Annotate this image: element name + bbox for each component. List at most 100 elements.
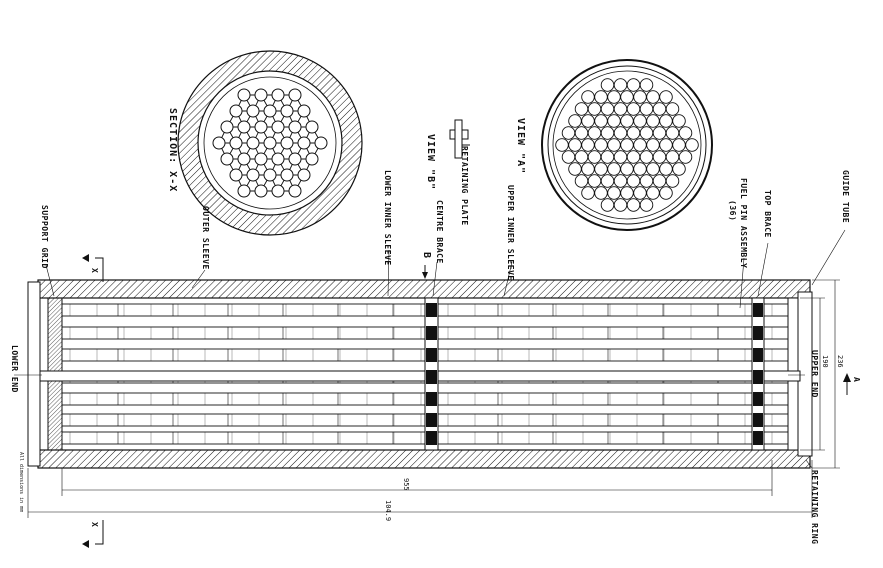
width-dimensions (800, 279, 840, 469)
support-grid-label: SUPPORT GRID (40, 205, 49, 269)
fuel-pin-end (607, 90, 621, 104)
fuel-pin-end (639, 102, 654, 116)
section-marker-bottom (82, 520, 104, 548)
fuel-pin-end (672, 114, 686, 128)
fuel-pin-end (620, 114, 634, 128)
fuel-pin-end (600, 174, 615, 188)
fuel-pin-end (581, 162, 595, 176)
grid-node (229, 136, 243, 150)
fuel-pin-end (646, 162, 660, 176)
grid-node (254, 88, 268, 102)
fuel-pin-end (626, 126, 641, 140)
fuel-pin-end (587, 150, 602, 164)
outer-sleeve-label: OUTER SLEEVE (201, 206, 210, 270)
fuel-pin-end (600, 198, 615, 212)
fuel-pin-pattern (555, 78, 699, 212)
fuel-pin-end (568, 162, 582, 176)
grid-node (237, 184, 251, 198)
grid-node (288, 88, 302, 102)
grid-node (263, 104, 277, 118)
guide-tube-label: GUIDE TUBE (841, 170, 850, 223)
fuel-pin-end (620, 90, 634, 104)
dimension-overall-width: 236 (836, 355, 844, 368)
view-b-detail (449, 119, 470, 159)
grid-node (305, 120, 319, 134)
grid-node (271, 184, 285, 198)
centre-brace-block (426, 413, 437, 427)
upper-inner-sleeve-label: UPPER INNER SLEEVE (506, 185, 515, 281)
length-dimensions (27, 460, 813, 518)
grid-node (220, 120, 234, 134)
grid-node (212, 136, 226, 150)
fuel-pin-end (555, 138, 569, 152)
centre-brace-block (426, 392, 437, 406)
fuel-pin-end (672, 138, 686, 152)
grid-node (305, 152, 319, 166)
grid-node (246, 136, 260, 150)
main-assembly (27, 279, 813, 469)
top-brace-block (753, 348, 763, 362)
grid-node (271, 152, 285, 166)
units-note: All dimensions in mm (18, 452, 24, 512)
grid-node (288, 120, 302, 134)
grid-node (297, 104, 311, 118)
fuel-pin-end (626, 102, 641, 116)
fuel-pin-end (639, 198, 654, 212)
grid-node (288, 152, 302, 166)
top-brace-block (753, 431, 763, 445)
fuel-pin-end (581, 138, 595, 152)
section-xx-view (177, 50, 363, 236)
fuel-pin-end (685, 138, 699, 152)
grid-node (237, 152, 251, 166)
fuel-pin-end (633, 90, 647, 104)
grid-node (271, 88, 285, 102)
fuel-pin-end (568, 114, 582, 128)
fuel-pin-end (581, 114, 595, 128)
grid-node (237, 88, 251, 102)
fuel-pin-end (574, 150, 589, 164)
fuel-pin-end (646, 138, 660, 152)
fuel-pin-end (652, 126, 667, 140)
grid-node (297, 136, 311, 150)
fuel-pin-end (607, 186, 621, 200)
fuel-pin-end (613, 150, 628, 164)
section-marker-top-label: X (90, 268, 99, 273)
fuel-pin-end (594, 114, 608, 128)
fuel-pin-end (659, 138, 673, 152)
fuel-pin-end (587, 102, 602, 116)
fuel-pin-end (626, 78, 641, 92)
fuel-pin-end (626, 198, 641, 212)
fuel-pin-end (652, 150, 667, 164)
centre-brace-block (426, 326, 437, 340)
fuel-pin-end (607, 114, 621, 128)
dimension-overall-length: 104.9 (384, 500, 392, 521)
fuel-pin-end (672, 162, 686, 176)
lower-inner-sleeve-label: LOWER INNER SLEEVE (383, 170, 392, 266)
top-brace-block (753, 392, 763, 406)
centre-brace-ref: B (421, 252, 432, 259)
view-b-title: VIEW "B" (425, 134, 436, 190)
fuel-pin-end (665, 126, 680, 140)
fuel-pin-end (574, 174, 589, 188)
grid-node (263, 136, 277, 150)
fuel-pin-end (652, 174, 667, 188)
fuel-pin-end (633, 162, 647, 176)
fuel-pin-end (600, 102, 615, 116)
section-marker-bottom-label: X (90, 522, 99, 527)
centre-brace-block (426, 348, 437, 362)
fuel-pin-end (561, 126, 576, 140)
fuel-pin-end (594, 186, 608, 200)
dimension-inner-width: 190 (821, 355, 829, 368)
fuel-pin-end (620, 162, 634, 176)
fuel-pin-end (626, 174, 641, 188)
fuel-pin-count: (36) (728, 200, 737, 221)
centre-brace-block (426, 370, 437, 384)
fuel-pin-end (587, 126, 602, 140)
view-a (541, 59, 713, 231)
support-grid-pattern (212, 88, 328, 198)
grid-node (229, 104, 243, 118)
section-xx-title: SECTION: X-X (167, 108, 178, 192)
central-rod (39, 370, 801, 382)
fuel-pin-end (659, 186, 673, 200)
